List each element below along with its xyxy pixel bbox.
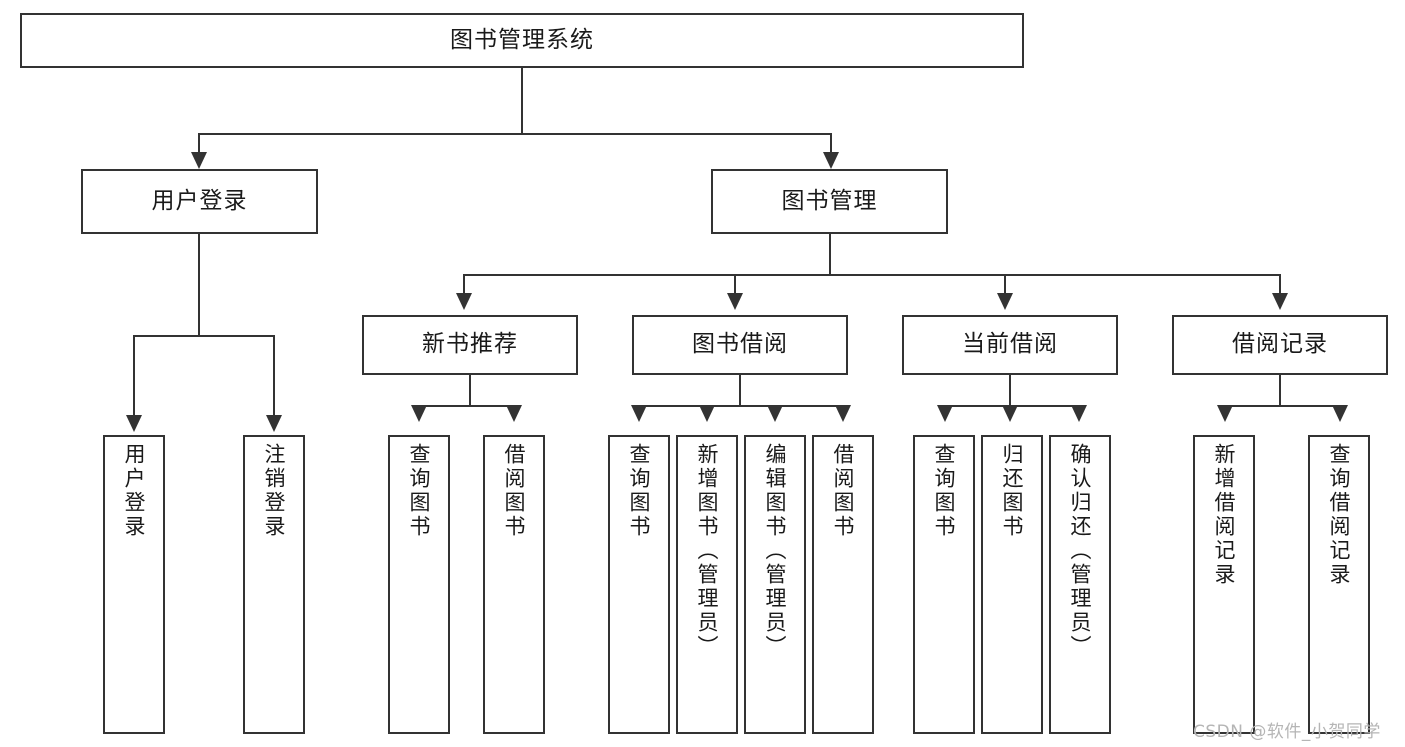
connector-root-bar	[198, 133, 831, 135]
node-label: 图书借阅	[692, 331, 788, 358]
node-label: 用户登录	[122, 443, 147, 539]
connector-br-stem	[1279, 375, 1281, 405]
node-leaf-add-book[interactable]: 新增图书（管理员）	[676, 435, 738, 734]
connector-bb-stem	[739, 375, 741, 405]
connector-bb-bar	[638, 405, 843, 407]
node-leaf-add-record[interactable]: 新增借阅记录	[1193, 435, 1255, 734]
arrow-to-user-login	[191, 152, 207, 169]
node-book-management[interactable]: 图书管理	[711, 169, 948, 234]
node-label: 图书管理	[781, 187, 878, 214]
node-leaf-query-book-1[interactable]: 查询图书	[388, 435, 450, 734]
node-borrow-record[interactable]: 借阅记录	[1172, 315, 1388, 375]
connector-bm-drop-2	[734, 274, 736, 296]
arrow-to-book-management	[823, 152, 839, 169]
node-label: 查询图书	[627, 443, 652, 539]
connector-root-stem	[521, 68, 523, 133]
connector-user-login-drop-2	[273, 335, 275, 418]
node-label: 用户登录	[151, 187, 248, 214]
connector-root-to-user-login	[198, 133, 200, 155]
connector-book-management-bar	[463, 274, 1280, 276]
watermark-text: CSDN @软件_小贺同学	[1193, 722, 1381, 742]
node-leaf-logout-login[interactable]: 注销登录	[243, 435, 305, 734]
arrow-to-leaf-query-record	[1332, 405, 1348, 422]
node-leaf-borrow-book-2[interactable]: 借阅图书	[812, 435, 874, 734]
arrow-to-leaf-user-login	[126, 415, 142, 432]
node-leaf-query-book-3[interactable]: 查询图书	[913, 435, 975, 734]
node-book-borrow[interactable]: 图书借阅	[632, 315, 848, 375]
arrow-to-leaf-logout-login	[266, 415, 282, 432]
arrow-to-new-book-recommend	[456, 293, 472, 310]
arrow-to-leaf-add-book	[699, 405, 715, 422]
node-label: 归还图书	[1000, 443, 1025, 539]
node-leaf-query-book-2[interactable]: 查询图书	[608, 435, 670, 734]
node-leaf-return-book[interactable]: 归还图书	[981, 435, 1043, 734]
node-user-login[interactable]: 用户登录	[81, 169, 318, 234]
arrow-to-book-borrow	[727, 293, 743, 310]
node-label: 编辑图书（管理员）	[763, 443, 788, 659]
node-label: 查询借阅记录	[1327, 443, 1352, 587]
arrow-to-leaf-query-book-1	[411, 405, 427, 422]
arrow-to-current-borrow	[997, 293, 1013, 310]
arrow-to-leaf-borrow-book-1	[506, 405, 522, 422]
connector-user-login-drop-1	[133, 335, 135, 418]
arrow-to-leaf-add-record	[1217, 405, 1233, 422]
node-current-borrow[interactable]: 当前借阅	[902, 315, 1118, 375]
arrow-to-leaf-borrow-book-2	[835, 405, 851, 422]
node-label: 查询图书	[932, 443, 957, 539]
node-label: 当前借阅	[962, 331, 1058, 358]
node-label: 确认归还（管理员）	[1068, 443, 1093, 659]
node-label: 图书管理系统	[450, 26, 594, 53]
arrow-to-borrow-record	[1272, 293, 1288, 310]
connector-cb-stem	[1009, 375, 1011, 405]
node-leaf-user-login[interactable]: 用户登录	[103, 435, 165, 734]
arrow-to-leaf-confirm-return	[1071, 405, 1087, 422]
node-label: 新增图书（管理员）	[695, 443, 720, 659]
node-label: 新增借阅记录	[1212, 443, 1237, 587]
node-new-book-recommend[interactable]: 新书推荐	[362, 315, 578, 375]
arrow-to-leaf-return-book	[1002, 405, 1018, 422]
connector-br-bar	[1224, 405, 1341, 407]
connector-user-login-stem	[198, 234, 200, 335]
node-label: 借阅图书	[831, 443, 856, 539]
arrow-to-leaf-edit-book	[767, 405, 783, 422]
connector-nbr-bar	[418, 405, 516, 407]
node-label: 新书推荐	[422, 331, 518, 358]
arrow-to-leaf-query-book-2	[631, 405, 647, 422]
connector-nbr-stem	[469, 375, 471, 405]
connector-bm-drop-4	[1279, 274, 1281, 296]
node-label: 借阅图书	[502, 443, 527, 539]
node-root-book-management-system[interactable]: 图书管理系统	[20, 13, 1024, 68]
connector-book-management-stem	[829, 234, 831, 274]
connector-bm-drop-3	[1004, 274, 1006, 296]
node-leaf-borrow-book-1[interactable]: 借阅图书	[483, 435, 545, 734]
node-leaf-query-record[interactable]: 查询借阅记录	[1308, 435, 1370, 734]
connector-user-login-bar	[133, 335, 275, 337]
node-label: 查询图书	[407, 443, 432, 539]
connector-bm-drop-1	[463, 274, 465, 296]
arrow-to-leaf-query-book-3	[937, 405, 953, 422]
node-leaf-confirm-return[interactable]: 确认归还（管理员）	[1049, 435, 1111, 734]
node-label: 借阅记录	[1232, 331, 1328, 358]
node-label: 注销登录	[262, 443, 287, 539]
node-leaf-edit-book[interactable]: 编辑图书（管理员）	[744, 435, 806, 734]
connector-root-to-book-management	[830, 133, 832, 155]
